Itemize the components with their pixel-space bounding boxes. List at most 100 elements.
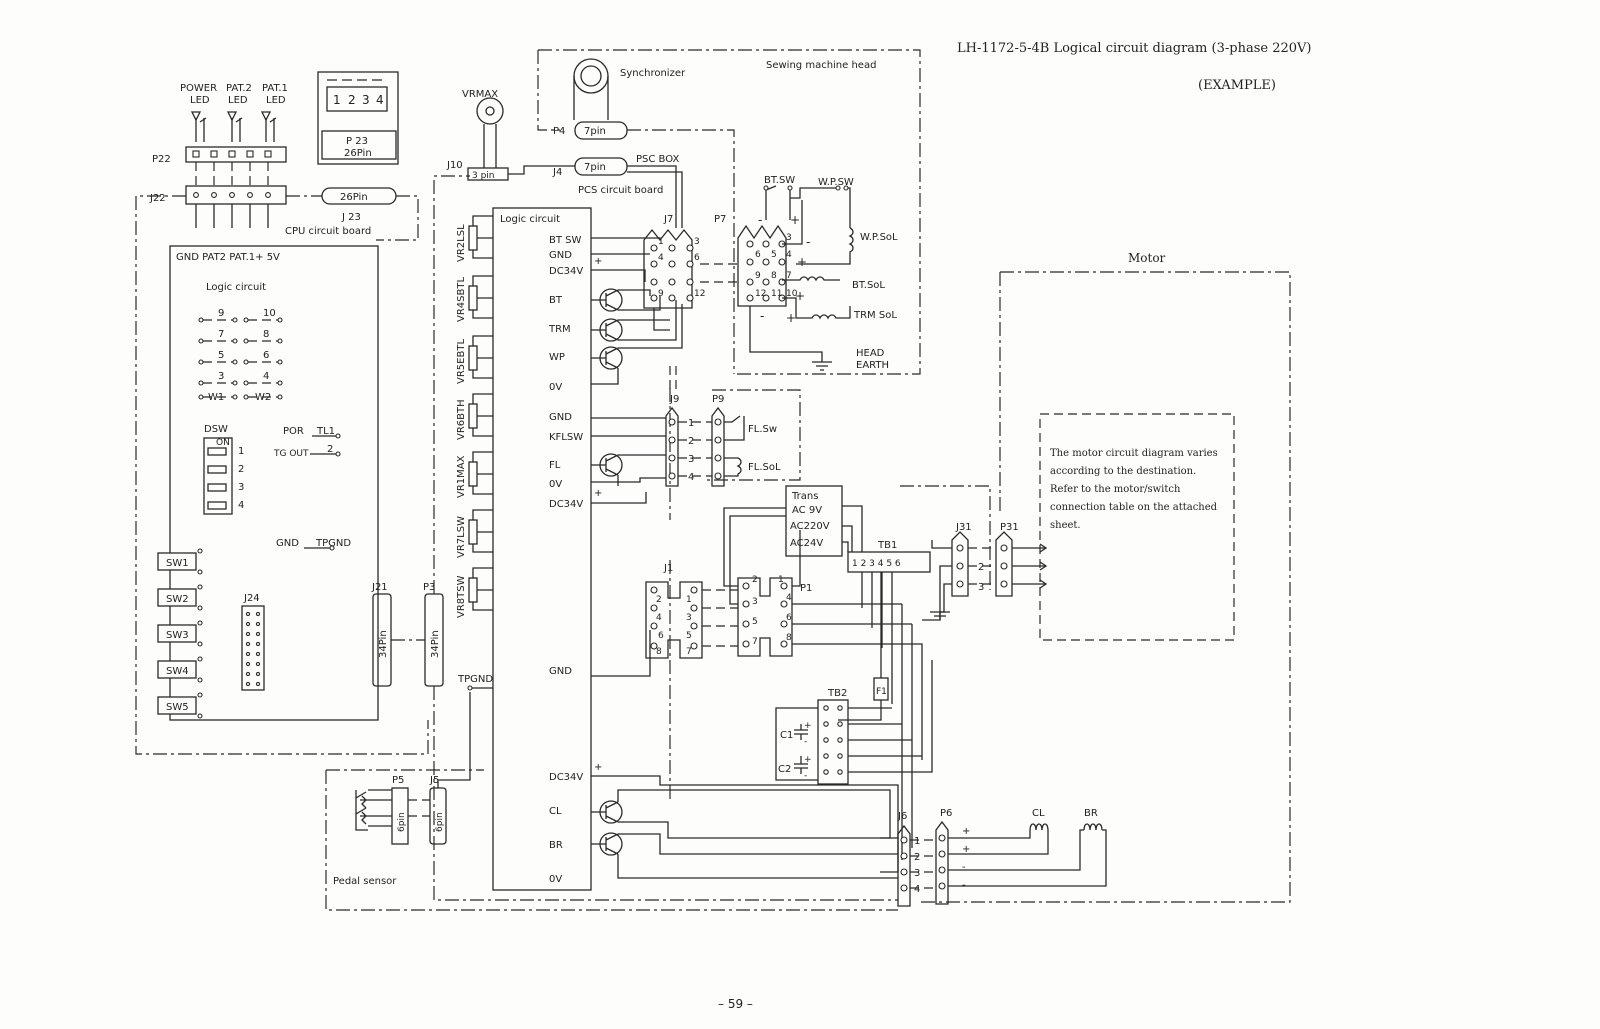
sig-bt-sw: BT SW bbox=[549, 235, 581, 246]
p23-display-block bbox=[317, 71, 399, 165]
tl1-label: TL1 bbox=[316, 426, 335, 437]
sig-dc34v-1: DC34V bbox=[549, 266, 583, 277]
psc-tpgnd-label: TPGND bbox=[457, 674, 493, 685]
psc-logic-box bbox=[492, 207, 592, 891]
dsw-label: DSW bbox=[204, 424, 228, 435]
bt-plus: + bbox=[795, 289, 805, 303]
psc-box-label: PSC BOX bbox=[636, 154, 679, 165]
sw3-label: SW3 bbox=[166, 630, 189, 641]
j1-connector bbox=[645, 581, 703, 659]
sw-buttons: SW1 SW2 SW3 SW4 SW5 bbox=[157, 548, 203, 719]
p1-label: P1 bbox=[800, 583, 812, 594]
sig-dc34v-2: DC34V bbox=[549, 499, 583, 510]
p1-pin-3: 3 bbox=[752, 597, 758, 607]
sw5-button[interactable] bbox=[157, 696, 197, 715]
psc-logic-label: Logic circuit bbox=[500, 214, 560, 225]
vr1max-label: VR1MAX bbox=[456, 455, 467, 498]
transistor-icons bbox=[591, 288, 623, 856]
digit-3: 3 bbox=[362, 93, 370, 107]
led-label-pat1: PAT.1 bbox=[262, 83, 288, 94]
c2-plus: + bbox=[804, 755, 812, 765]
sig-gnd-1: GND bbox=[549, 250, 572, 261]
psc-box: VRMAX J10 3 pin Synchronizer Sewing mach… bbox=[446, 49, 921, 891]
sig-wp: WP bbox=[549, 352, 565, 363]
jumper-4: 4 bbox=[263, 371, 269, 382]
pcs-board-label: PCS circuit board bbox=[578, 185, 663, 196]
head-earth-2: EARTH bbox=[856, 360, 889, 371]
transformer-box bbox=[785, 485, 843, 557]
p7-label: P7 bbox=[714, 214, 726, 225]
j6-num-1: 1 bbox=[914, 836, 920, 847]
motor-note-2: according to the destination. bbox=[1050, 466, 1196, 477]
j7-pin-1: 1 bbox=[658, 237, 664, 247]
fl-sw-label: FL.Sw bbox=[748, 424, 777, 435]
cl-coil-icon bbox=[1029, 823, 1049, 831]
dip-lever-4[interactable] bbox=[207, 501, 227, 510]
sw4-button[interactable] bbox=[157, 660, 197, 679]
j22-pins bbox=[193, 192, 271, 198]
jumper-pairs: 9 10 7 8 5 6 3 4 W1 W2 bbox=[198, 308, 283, 403]
p22-pins bbox=[192, 150, 272, 158]
wp-sw-label: W.P.SW bbox=[818, 177, 854, 188]
j9-num-2: 2 bbox=[688, 436, 694, 447]
j31-connector bbox=[951, 531, 969, 597]
sw2-button[interactable] bbox=[157, 588, 197, 607]
bottom-section: P5 J5 6pin 6pin Pedal sensor J6 1 2 3 4 … bbox=[325, 692, 1107, 911]
sig-fl: FL bbox=[549, 460, 561, 471]
dip-lever-2[interactable] bbox=[207, 465, 227, 474]
p7-connector bbox=[737, 224, 787, 307]
sw1-button[interactable] bbox=[157, 552, 197, 571]
j1-pin-7: 7 bbox=[686, 647, 692, 657]
ac220-label: AC220V bbox=[790, 521, 830, 532]
j4-label: J4 bbox=[552, 167, 562, 178]
p6-sign-2: + bbox=[962, 844, 970, 855]
sig-bt: BT bbox=[549, 295, 563, 306]
sw5-label: SW5 bbox=[166, 702, 189, 713]
p23-pins: 26Pin bbox=[344, 148, 372, 159]
sig-plus-3: + bbox=[594, 762, 602, 773]
sewing-head-label: Sewing machine head bbox=[766, 60, 876, 71]
head-earth-1: HEAD bbox=[856, 348, 885, 359]
dsw-num-4: 4 bbox=[238, 500, 244, 511]
cl-label: CL bbox=[1032, 808, 1045, 819]
p6-connector bbox=[935, 820, 949, 905]
p23-connector bbox=[321, 130, 397, 160]
sw1-label: SW1 bbox=[166, 558, 189, 569]
sw3-button[interactable] bbox=[157, 624, 197, 643]
p1-pin-5: 5 bbox=[752, 617, 758, 627]
wp-plus: + bbox=[797, 255, 807, 269]
p6-sign-1: + bbox=[962, 826, 970, 837]
dip-switch[interactable] bbox=[203, 437, 233, 515]
p7-pin-8: 8 bbox=[771, 271, 777, 281]
dip-lever-3[interactable] bbox=[207, 483, 227, 492]
wp-sol-label: W.P.SoL bbox=[860, 232, 898, 243]
vrmax-label: VRMAX bbox=[462, 89, 498, 100]
j1-pin-2: 2 bbox=[656, 595, 662, 605]
page-number: – 59 – bbox=[718, 997, 753, 1011]
cpu-gnd-label: GND bbox=[276, 538, 299, 549]
p7-pin-3: 3 bbox=[786, 233, 792, 243]
j1-pin-8: 8 bbox=[656, 647, 662, 657]
p7-pin-11: 11 bbox=[771, 289, 782, 299]
j1-pins bbox=[650, 586, 698, 650]
cpu-board: POWER PAT.2 PAT.1 LED LED LED P22 1 2 3 … bbox=[135, 71, 898, 901]
jumper-7: 7 bbox=[218, 329, 224, 340]
sig-0v-1: 0V bbox=[549, 382, 562, 393]
p7-pin-9: 9 bbox=[755, 271, 761, 281]
example-label: (EXAMPLE) bbox=[1198, 78, 1276, 93]
j10-label: J10 bbox=[446, 160, 463, 171]
trans-label: Trans bbox=[791, 491, 818, 502]
p4-label: P4 bbox=[553, 126, 565, 137]
bt-sw-label: BT.SW bbox=[764, 175, 795, 186]
power-section: Trans AC 9V AC220V AC24V TB1 1 2 3 4 5 6… bbox=[645, 485, 991, 860]
fl-sol-label: FL.SoL bbox=[748, 462, 781, 473]
j9-num-3: 3 bbox=[688, 454, 694, 465]
dip-lever-1[interactable] bbox=[207, 447, 227, 456]
j24-connector bbox=[241, 605, 265, 691]
cpu-board-label: CPU circuit board bbox=[285, 226, 371, 237]
p22-connector bbox=[185, 146, 287, 163]
j10-pins: 3 pin bbox=[472, 171, 495, 181]
tg-num: 2 bbox=[327, 444, 333, 455]
digit-4: 4 bbox=[376, 93, 384, 107]
